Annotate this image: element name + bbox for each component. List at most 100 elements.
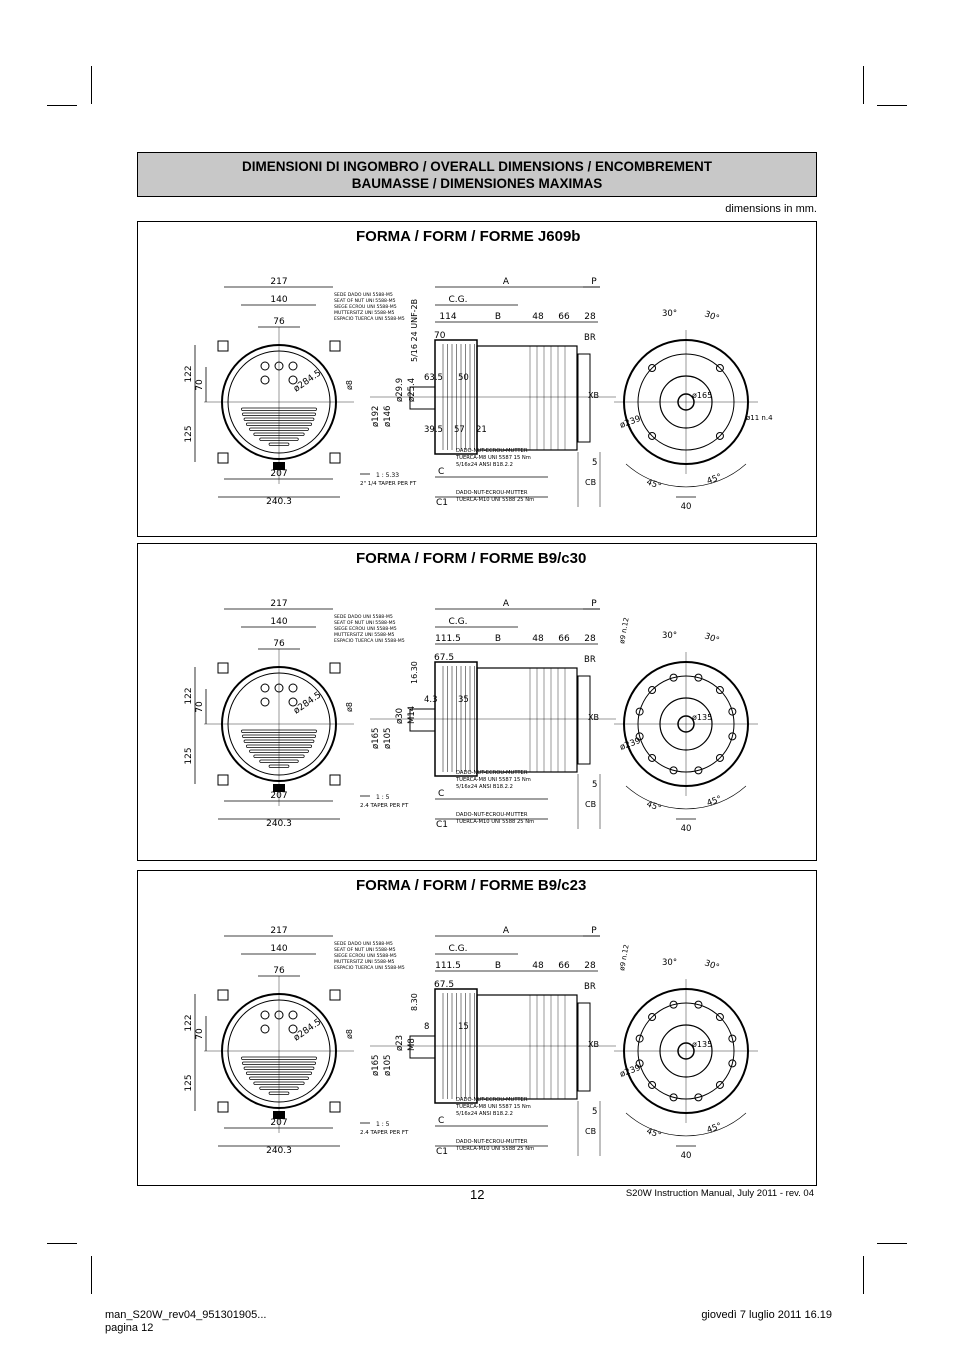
units-note: dimensions in mm. [725,203,817,215]
angle-arc [625,785,747,810]
bolt-hole [715,364,724,373]
seat-note: SIEGE ECROU UNI 5588-M5 [334,304,397,310]
bolt-hole [635,732,644,741]
seat-note: SEAT OF NUT UNI 5588-M5 [334,620,396,626]
corner-boss [329,340,341,352]
dimension-label: 76 [273,317,285,327]
terminal-boss [288,375,298,385]
dimension-label: 45° [645,799,663,814]
seat-note: SEDE DADO UNI 5588-M5 [334,941,393,947]
dimension-label: 16.30 [410,661,419,684]
dimension-label: 5 [592,1107,597,1117]
dimension-label: BR [584,982,596,992]
terminal-boss [260,1010,270,1020]
dimension-label: ø135 [692,713,712,722]
nut-note: DADO-NUT-ECROU-MUTTER [456,1139,528,1145]
dimension-label: 111.5 [435,961,461,971]
bolt-hole [694,766,703,775]
dimension-label: 1 : 5.33 [376,472,399,479]
dimension-label: 8 [424,1022,429,1032]
seat-note: SEAT OF NUT UNI 5588-M5 [334,298,396,304]
dimension-label: C [438,789,444,799]
panel-title: FORMA / FORM / FORME J609b [356,228,581,245]
stator-body [476,345,578,451]
dimension-label: ø8 [345,1029,354,1039]
dimension-label: 76 [273,966,285,976]
dimension-label: ø146 [383,406,393,427]
dimension-label: XB [588,713,599,722]
seat-note: SIEGE ECROU UNI 5588-M5 [334,626,397,632]
dimension-label: P [591,599,597,609]
crop-mark [91,66,92,104]
bolt-hole [669,766,678,775]
dimension-label: ø192 [371,406,381,427]
terminal-boss [260,361,270,371]
dimension-label: 122 [184,365,194,382]
header-line-1: DIMENSIONI DI INGOMBRO / OVERALL DIMENSI… [241,159,713,174]
seat-note: ESPACIO TUERCA UNI 5588-M5 [334,965,405,971]
footer-left: man_S20W_rev04_951301905... pagina 12 [105,1309,266,1335]
terminal-boss [288,697,298,707]
bolt-hole [648,364,657,373]
dimension-label: BR [584,333,596,343]
dimension-label: 45° [706,794,724,809]
header-line-2: BAUMASSE / DIMENSIONES MAXIMAS [351,176,603,191]
nut-note: DADO-NUT-ECROU-MUTTER [456,770,528,776]
rear-cover [577,1002,591,1092]
footer-page: pagina 12 [105,1322,154,1334]
dimension-label: 30° [703,631,721,646]
dimension-label: C.G. [449,617,468,627]
section-header: DIMENSIONI DI INGOMBRO / OVERALL DIMENSI… [137,152,817,197]
dimension-label: A [503,277,510,287]
dimension-label: 240.3 [266,1146,292,1156]
dimension-label: C1 [436,1147,448,1157]
terminal-boss [288,1010,298,1020]
shaft-end [409,708,436,732]
dimension-label: 5 [592,780,597,790]
dimension-label: 240.3 [266,819,292,829]
dimension-label: 2.4 TAPER PER FT [360,1130,409,1136]
rear-cover [577,675,591,765]
dimension-label: 111.5 [435,634,461,644]
dimension-label: C.G. [449,944,468,954]
bolt-hole [648,753,657,762]
dimension-label: A [503,599,510,609]
angle-arc [625,1112,747,1137]
stator-body [476,994,578,1100]
bolt-hole [715,1013,724,1022]
dimension-label: 66 [558,961,570,971]
seat-note: MUTTERSITZ UNI 5588-M5 [334,632,395,638]
corner-boss [217,340,229,352]
dimension-label: 30° [662,631,677,641]
terminal-boss [288,1024,298,1034]
dimension-label: 76 [273,639,285,649]
corner-boss [329,1101,341,1113]
dimension-label: 67.5 [434,653,454,663]
dimension-label: CB [585,478,596,487]
dimension-label: ø165 [371,728,381,749]
shaft-end [409,386,436,410]
dimension-label: ø30 [395,708,405,724]
dimension-label: 140 [270,944,287,954]
nut-note: 5/16x24 ANSI B18.2.2 [456,462,513,468]
dimension-label: 30° [662,958,677,968]
seat-note: SEAT OF NUT UNI 5588-M5 [334,947,396,953]
dimension-label: ø29.9 [395,378,405,402]
dimension-label: 114 [439,312,456,322]
terminal-boss [260,683,270,693]
dimension-label: 140 [270,617,287,627]
dimension-label: ø11 n.4 [746,414,773,422]
seat-note: MUTTERSITZ UNI 5588-M5 [334,310,395,316]
terminal-boss [288,683,298,693]
crop-mark [47,105,77,106]
dimension-label: 125 [184,425,194,442]
nut-note: TUERCA-M10 UNI 5588 25 Nm [455,497,534,503]
footer-file: man_S20W_rev04_951301905... [105,1309,267,1321]
dimension-label: ø8 [345,380,354,390]
